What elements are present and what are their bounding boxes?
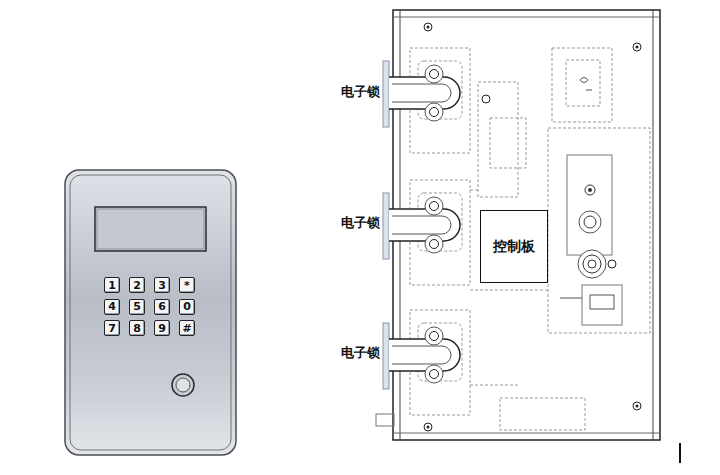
part-label: 电子锁 bbox=[340, 216, 381, 230]
key-button: 6 bbox=[154, 299, 170, 315]
key-button: 9 bbox=[154, 320, 170, 336]
key-label: 9 bbox=[158, 323, 166, 334]
key-label: 8 bbox=[133, 323, 141, 334]
key-label: 6 bbox=[158, 301, 166, 312]
key-button: 2 bbox=[129, 277, 145, 293]
cursor-bar bbox=[679, 443, 681, 463]
key-button: 7 bbox=[104, 320, 120, 336]
control-board: 控制板 bbox=[480, 210, 548, 283]
key-label: 0 bbox=[183, 301, 191, 312]
key-label: * bbox=[184, 280, 190, 291]
key-label: 5 bbox=[133, 301, 141, 312]
key-label: 2 bbox=[133, 280, 141, 291]
key-button: 5 bbox=[129, 299, 145, 315]
keypad-panel bbox=[65, 170, 236, 455]
part-label: 电子锁 bbox=[340, 85, 381, 99]
key-button: 4 bbox=[104, 299, 120, 315]
key-label: 3 bbox=[158, 280, 166, 291]
key-label: 4 bbox=[108, 301, 116, 312]
key-button: 3 bbox=[154, 277, 170, 293]
enclosure-drawing bbox=[376, 10, 660, 440]
key-button: 8 bbox=[129, 320, 145, 336]
key-label: 1 bbox=[108, 280, 116, 291]
key-button: # bbox=[179, 320, 195, 336]
key-button: 0 bbox=[179, 299, 195, 315]
key-label: # bbox=[182, 323, 191, 334]
key-label: 7 bbox=[108, 323, 116, 334]
key-button: 1 bbox=[104, 277, 120, 293]
key-button: * bbox=[179, 277, 195, 293]
board-label: 控制板 bbox=[493, 239, 535, 254]
part-label: 电子锁 bbox=[340, 346, 381, 360]
